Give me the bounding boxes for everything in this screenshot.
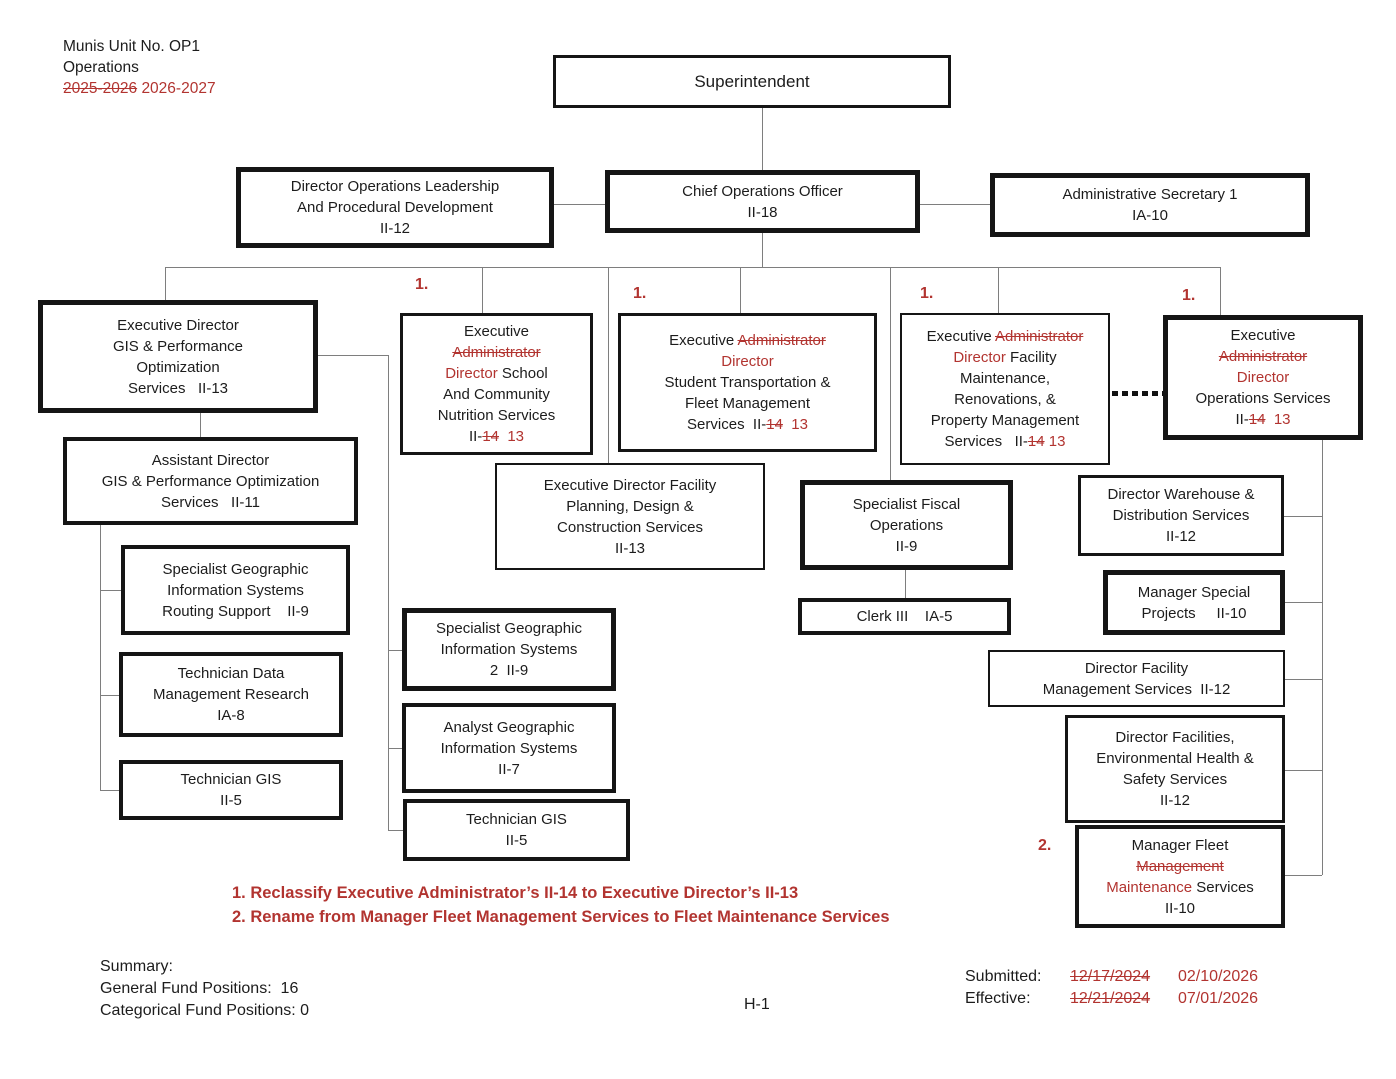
fiscal-year-new: 2026-2027 bbox=[141, 80, 216, 97]
connector-line bbox=[165, 267, 166, 300]
munis-unit-line: Munis Unit No. OP1 bbox=[63, 38, 200, 55]
connector-line bbox=[762, 233, 763, 267]
org-box-superintendent: Superintendent bbox=[553, 55, 951, 108]
connector-line bbox=[200, 413, 201, 437]
connector-line bbox=[388, 748, 402, 749]
general-fund-positions: General Fund Positions: 16 bbox=[100, 980, 299, 997]
connector-line bbox=[740, 267, 741, 313]
categorical-fund-positions: Categorical Fund Positions: 0 bbox=[100, 1002, 309, 1019]
page-label: H-1 bbox=[744, 996, 770, 1013]
summary-block: Summary: General Fund Positions: 16 Cate… bbox=[100, 956, 309, 1022]
effective-date-old: 12/21/2024 bbox=[1070, 990, 1151, 1007]
connector-line bbox=[608, 267, 609, 463]
connector-line bbox=[100, 695, 119, 696]
annotation-marker-1: 1. bbox=[415, 276, 429, 293]
connector-line bbox=[317, 355, 388, 356]
connector-line bbox=[100, 525, 101, 790]
document-title-block: Munis Unit No. OP1 Operations 2025-2026 … bbox=[63, 36, 216, 99]
effective-date-new: 07/01/2026 bbox=[1178, 990, 1259, 1007]
connector-line bbox=[998, 267, 999, 313]
dotted-connector bbox=[1112, 391, 1163, 396]
connector-line bbox=[1284, 516, 1322, 517]
connector-line bbox=[165, 267, 1220, 268]
fiscal-year-old: 2025-2026 bbox=[63, 80, 138, 97]
submitted-date-new: 02/10/2026 bbox=[1178, 968, 1259, 985]
annotation-marker-1: 1. bbox=[633, 285, 647, 302]
org-box-director-warehouse-distribution: Director Warehouse &Distribution Service… bbox=[1078, 475, 1284, 556]
connector-line bbox=[100, 790, 119, 791]
connector-line bbox=[388, 650, 402, 651]
connector-line bbox=[762, 108, 763, 170]
connector-line bbox=[1322, 440, 1323, 875]
connector-line bbox=[100, 590, 121, 591]
summary-title: Summary: bbox=[100, 958, 173, 975]
annotation-marker-1: 1. bbox=[1182, 287, 1196, 304]
submitted-label: Submitted: bbox=[965, 968, 1042, 985]
connector-line bbox=[890, 267, 891, 480]
connector-line bbox=[1220, 267, 1221, 315]
connector-line bbox=[905, 570, 906, 598]
connector-line bbox=[388, 355, 389, 830]
rename-note: 2. Rename from Manager Fleet Management … bbox=[232, 908, 890, 926]
connector-line bbox=[388, 830, 403, 831]
connector-line bbox=[482, 267, 483, 313]
annotation-marker-2: 2. bbox=[1038, 837, 1052, 854]
connector-line bbox=[1285, 875, 1322, 876]
connector-line bbox=[1285, 679, 1322, 680]
connector-line bbox=[1285, 770, 1322, 771]
connector-line bbox=[553, 204, 605, 205]
dates-block: Submitted: 12/17/2024 02/10/2026 Effecti… bbox=[965, 966, 1258, 1010]
connector-line bbox=[1285, 602, 1322, 603]
connector-line bbox=[920, 204, 990, 205]
reclassify-note: 1. Reclassify Executive Administrator’s … bbox=[232, 884, 799, 902]
fiscal-year-line: 2025-2026 2026-2027 bbox=[63, 78, 216, 99]
effective-label: Effective: bbox=[965, 990, 1031, 1007]
org-box-clerk-iii: Clerk III IA-5 bbox=[798, 598, 1011, 635]
annotation-marker-1: 1. bbox=[920, 285, 934, 302]
org-box-director-facilities-environmental-health: Director Facilities,Environmental Health… bbox=[1065, 715, 1285, 823]
submitted-date-old: 12/17/2024 bbox=[1070, 968, 1151, 985]
unit-name-line: Operations bbox=[63, 59, 139, 76]
